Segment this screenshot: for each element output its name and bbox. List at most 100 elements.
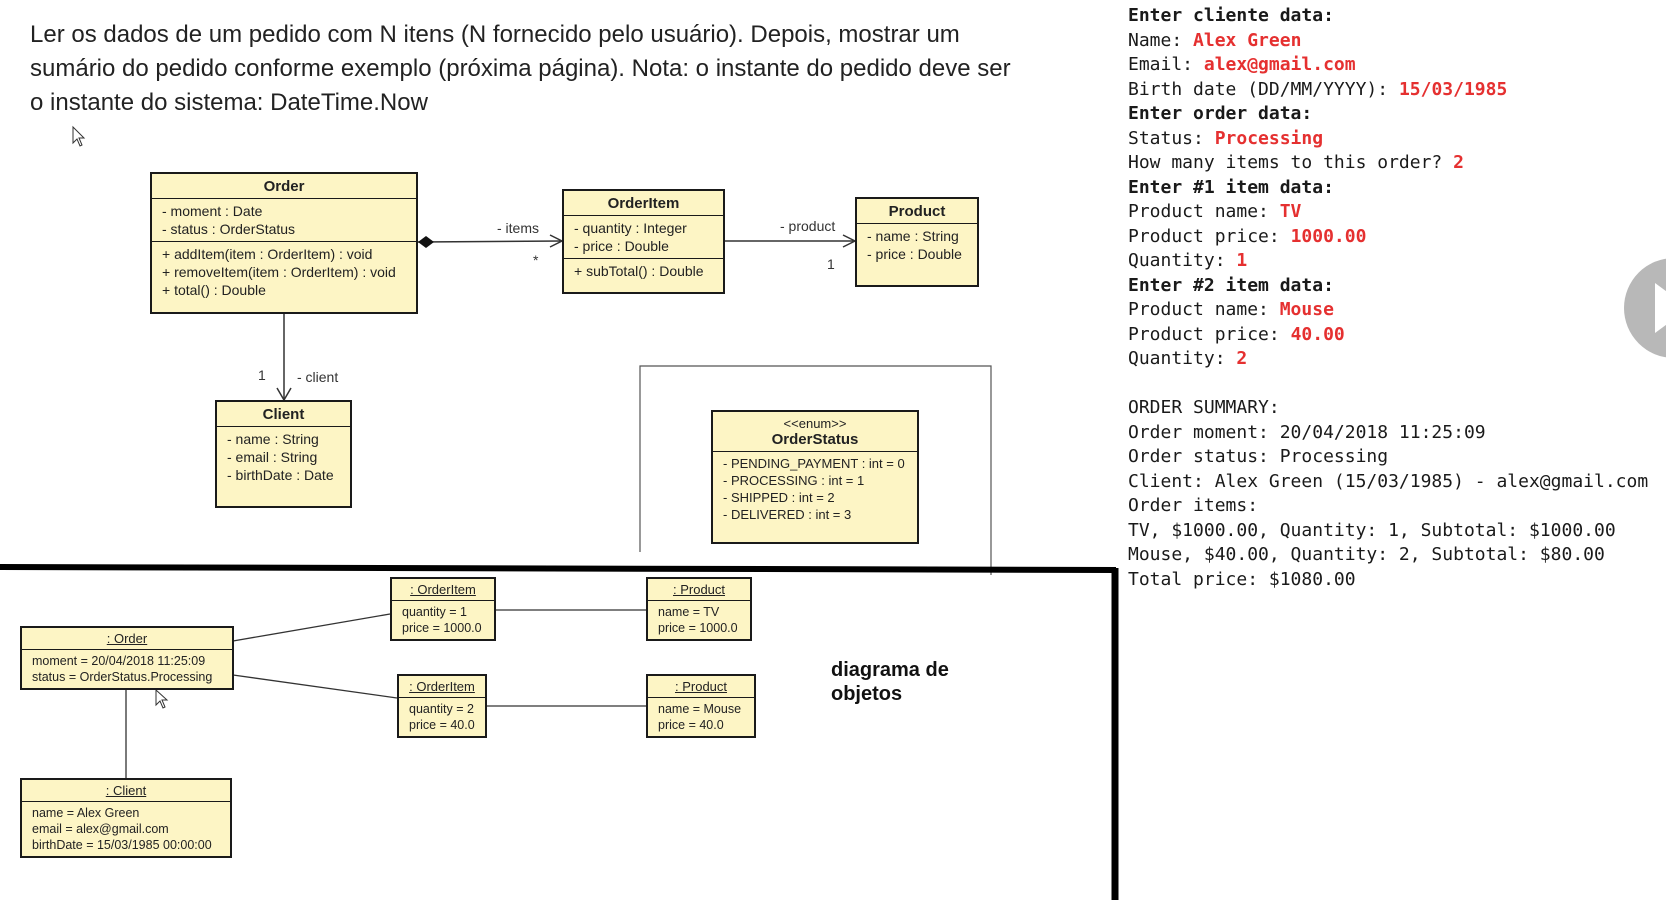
task-line-2: sumário do pedido conforme exemplo (próx… — [30, 55, 1011, 82]
class-operations: + subTotal() : Double — [564, 259, 723, 283]
class-attributes: - name : String - email : String - birth… — [217, 427, 350, 487]
object-link-order-item2 — [232, 674, 398, 699]
task-line-1: Ler os dados de um pedido com N itens (N… — [30, 21, 960, 48]
class-name: OrderItem — [564, 191, 723, 216]
console-line: Enter cliente data: — [1128, 4, 1648, 29]
class-attributes: - quantity : Integer - price : Double — [564, 216, 723, 259]
object-slots: name = Mouse price = 40.0 — [648, 698, 754, 736]
attribute: - birthDate : Date — [227, 467, 334, 483]
object-slot: price = 1000.0 — [658, 621, 738, 635]
console-text: Quantity: — [1128, 348, 1237, 369]
console-text: Product price: — [1128, 225, 1291, 247]
console-line: Order items: — [1128, 494, 1648, 519]
product-role-label: - product — [780, 218, 836, 234]
class-attributes: - name : String - price : Double — [857, 224, 977, 266]
console-line: How many items to this order? 2 — [1128, 151, 1648, 176]
object-link-order-item1 — [232, 613, 391, 642]
console-user-input: 15/03/1985 — [1398, 78, 1508, 100]
console-line: Birth date (DD/MM/YYYY): 15/03/1985 — [1128, 78, 1648, 103]
object-slot: email = alex@gmail.com — [32, 822, 169, 836]
console-line: Email: alex@gmail.com — [1128, 53, 1648, 78]
console-line: Product name: TV — [1128, 200, 1648, 225]
caption-line: diagrama de — [831, 659, 949, 681]
class-name: Client — [217, 402, 350, 427]
console-user-input: 40.00 — [1290, 323, 1345, 345]
console-line: ORDER SUMMARY: — [1128, 396, 1648, 421]
class-name: OrderStatus — [771, 431, 859, 448]
play-icon — [1655, 283, 1666, 333]
console-user-input: Alex Green — [1193, 29, 1302, 51]
console-line: Enter order data: — [1128, 102, 1648, 127]
product-multiplicity-label: 1 — [827, 256, 835, 272]
console-text: Order items: — [1128, 495, 1259, 516]
console-text: Enter #1 item data: — [1128, 176, 1334, 198]
console-user-input: 1000.00 — [1290, 225, 1367, 247]
object-orderitem-1: : OrderItem quantity = 1 price = 1000.0 — [390, 577, 496, 641]
object-orderitem-2: : OrderItem quantity = 2 price = 40.0 — [397, 674, 487, 738]
object-title: : Product — [648, 579, 750, 601]
enum-values: - PENDING_PAYMENT : int = 0 - PROCESSING… — [713, 452, 917, 526]
console-line — [1128, 372, 1648, 397]
console-user-input: Mouse — [1279, 299, 1334, 320]
attribute: - quantity : Integer — [574, 220, 687, 236]
console-line: Product name: Mouse — [1128, 298, 1648, 323]
operation: + removeItem(item : OrderItem) : void — [162, 264, 396, 280]
section-divider-horizontal — [0, 564, 1117, 573]
console-line: Product price: 40.00 — [1128, 323, 1648, 348]
operation: + subTotal() : Double — [574, 263, 704, 279]
console-text: Total price: $1080.00 — [1128, 568, 1356, 590]
console-user-input: TV — [1279, 201, 1302, 222]
client-role-label: - client — [297, 369, 339, 385]
attribute: - price : Double — [574, 238, 669, 254]
object-slot: moment = 20/04/2018 11:25:09 — [32, 654, 206, 668]
object-product-2: : Product name = Mouse price = 40.0 — [646, 674, 756, 738]
console-line: Enter #1 item data: — [1128, 176, 1648, 201]
console-user-input: 1 — [1236, 250, 1248, 271]
object-title: : OrderItem — [399, 676, 485, 698]
object-slots: quantity = 2 price = 40.0 — [399, 698, 485, 736]
enum-value: - DELIVERED : int = 3 — [723, 507, 852, 522]
attribute: - moment : Date — [162, 203, 263, 219]
console-text: Email: — [1128, 54, 1204, 75]
stereotype: <<enum>> — [783, 416, 847, 431]
object-slot: price = 40.0 — [658, 718, 724, 732]
console-line: TV, $1000.00, Quantity: 1, Subtotal: $10… — [1128, 519, 1648, 544]
attribute: - name : String — [227, 431, 319, 447]
console-user-input: Processing — [1214, 127, 1324, 149]
object-slots: quantity = 1 price = 1000.0 — [392, 601, 494, 639]
console-text: Order moment: 20/04/2018 11:25:09 — [1128, 421, 1486, 443]
caption-line: objetos — [831, 683, 903, 705]
uml-class-order: Order - moment : Date - status : OrderSt… — [150, 172, 418, 314]
console-line: Order status: Processing — [1128, 445, 1648, 470]
object-slot: name = Mouse — [658, 702, 742, 716]
uml-enum-orderstatus: <<enum>> OrderStatus - PENDING_PAYMENT :… — [711, 410, 919, 544]
console-text: Quantity: — [1128, 250, 1237, 271]
object-slot: quantity = 2 — [409, 702, 474, 716]
enum-value: - PROCESSING : int = 1 — [723, 473, 865, 488]
object-diagram-caption: diagrama de objetos — [831, 658, 949, 706]
attribute: - status : OrderStatus — [162, 221, 296, 237]
attribute: - name : String — [867, 228, 959, 244]
object-title: : OrderItem — [392, 579, 494, 601]
console-line: Name: Alex Green — [1128, 29, 1648, 54]
console-text: Mouse, $40.00, Quantity: 2, Subtotal: $8… — [1128, 544, 1605, 565]
console-text: Birth date (DD/MM/YYYY): — [1128, 78, 1399, 100]
task-line-3: o instante do sistema: DateTime.Now — [30, 89, 428, 116]
task-description: Ler os dados de um pedido com N itens (N… — [30, 18, 1110, 120]
class-name: Order — [152, 174, 416, 199]
object-slot: status = OrderStatus.Processing — [32, 670, 213, 684]
object-slot: birthDate = 15/03/1985 00:00:00 — [32, 838, 212, 852]
console-line: Quantity: 2 — [1128, 347, 1648, 372]
object-slot: price = 40.0 — [409, 718, 475, 732]
console-line: Enter #2 item data: — [1128, 274, 1648, 299]
console-user-input: 2 — [1236, 348, 1248, 369]
enum-value: - SHIPPED : int = 2 — [723, 490, 835, 505]
object-slots: name = Alex Green email = alex@gmail.com… — [22, 802, 230, 856]
class-attributes: - moment : Date - status : OrderStatus — [152, 199, 416, 242]
console-text: Status: — [1128, 127, 1215, 149]
console-text: Order status: Processing — [1128, 446, 1389, 467]
object-product-1: : Product name = TV price = 1000.0 — [646, 577, 752, 641]
items-multiplicity-label: * — [533, 252, 539, 268]
